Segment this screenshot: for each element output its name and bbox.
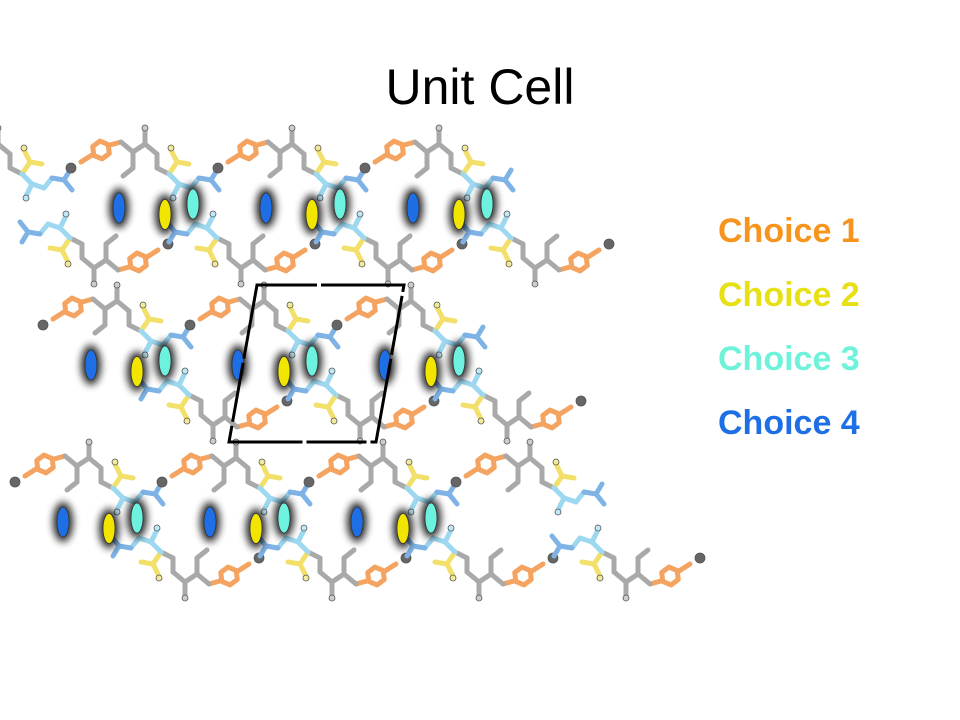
- symmetry-yellow--1-1: [99, 508, 119, 549]
- symmetry-cyan-1--1: [477, 184, 497, 224]
- phenyl-ring: [127, 250, 149, 274]
- molecule-11: [283, 367, 440, 445]
- molecule-0: [0, 125, 75, 202]
- symmetry-yellow-1-0: [421, 351, 441, 392]
- molecule-1: [17, 210, 174, 288]
- molecule-6: [9, 438, 166, 516]
- symmetry-yellow-0--1: [302, 194, 322, 235]
- phenyl-ring: [181, 452, 203, 476]
- phenyl-ring: [34, 452, 56, 476]
- symmetry-cyan-1-1: [421, 498, 441, 538]
- phenyl-ring: [393, 407, 415, 431]
- symmetry-yellow-1--1: [449, 194, 469, 235]
- molecule-12: [156, 438, 313, 516]
- symmetry-yellow-0-0: [274, 351, 294, 392]
- legend-choice-3: Choice 3: [718, 340, 860, 378]
- phenyl-ring: [218, 564, 240, 588]
- molecule-17: [430, 367, 587, 445]
- molecule-8: [212, 124, 369, 202]
- molecule-13: [255, 524, 412, 602]
- phenyl-ring: [62, 295, 84, 319]
- symmetry-blue-1-1: [347, 502, 367, 542]
- symmetry-elements: [53, 184, 497, 549]
- phenyl-ring: [328, 452, 350, 476]
- phenyl-ring: [237, 138, 259, 162]
- symmetry-cyan-1-0: [449, 341, 469, 381]
- unit-cell-outline: [227, 283, 406, 444]
- legend-choice-1: Choice 1: [718, 212, 860, 250]
- phenyl-ring: [356, 295, 378, 319]
- molecule-14: [359, 124, 516, 202]
- symmetry-yellow-0-1: [246, 508, 266, 549]
- molecule-4: [37, 281, 194, 359]
- symmetry-cyan-0-0: [302, 341, 322, 381]
- symmetry-yellow-1-1: [393, 508, 413, 549]
- symmetry-yellow--1--1: [155, 194, 175, 235]
- phenyl-ring: [421, 250, 443, 274]
- phenyl-ring: [540, 407, 562, 431]
- molecule-layer: [0, 124, 706, 602]
- symmetry-blue--1--1: [109, 188, 129, 228]
- legend-choice-4: Choice 4: [718, 404, 860, 442]
- phenyl-ring: [659, 564, 681, 588]
- phenyl-ring: [209, 295, 231, 319]
- phenyl-ring: [568, 250, 590, 274]
- phenyl-ring: [274, 250, 296, 274]
- symmetry-blue-0--1: [256, 188, 276, 228]
- molecule-5: [136, 367, 293, 445]
- phenyl-ring: [512, 564, 534, 588]
- symmetry-cyan--1-0: [155, 341, 175, 381]
- symmetry-blue--1-1: [53, 502, 73, 542]
- phenyl-ring: [90, 138, 112, 162]
- unit-cell-parallelogram: [227, 283, 406, 444]
- legend-choice-2: Choice 2: [718, 276, 860, 314]
- symmetry-yellow--1-0: [127, 351, 147, 392]
- phenyl-ring: [246, 407, 268, 431]
- phenyl-ring: [475, 452, 497, 476]
- molecule-2: [65, 124, 222, 202]
- molecule-21: [549, 524, 706, 602]
- molecule-20: [450, 438, 607, 516]
- phenyl-ring: [384, 138, 406, 162]
- symmetry-blue-0-1: [200, 502, 220, 542]
- symmetry-cyan-0--1: [330, 184, 350, 224]
- symmetry-cyan--1--1: [183, 184, 203, 224]
- symmetry-cyan-0-1: [274, 498, 294, 538]
- phenyl-ring: [365, 564, 387, 588]
- slide-title: Unit Cell: [385, 59, 575, 115]
- choice-legend: Choice 1 Choice 2 Choice 3 Choice 4: [718, 214, 860, 470]
- molecule-3: [164, 210, 321, 288]
- symmetry-blue--1-0: [81, 345, 101, 385]
- symmetry-blue-1--1: [403, 188, 423, 228]
- symmetry-cyan--1-1: [127, 498, 147, 538]
